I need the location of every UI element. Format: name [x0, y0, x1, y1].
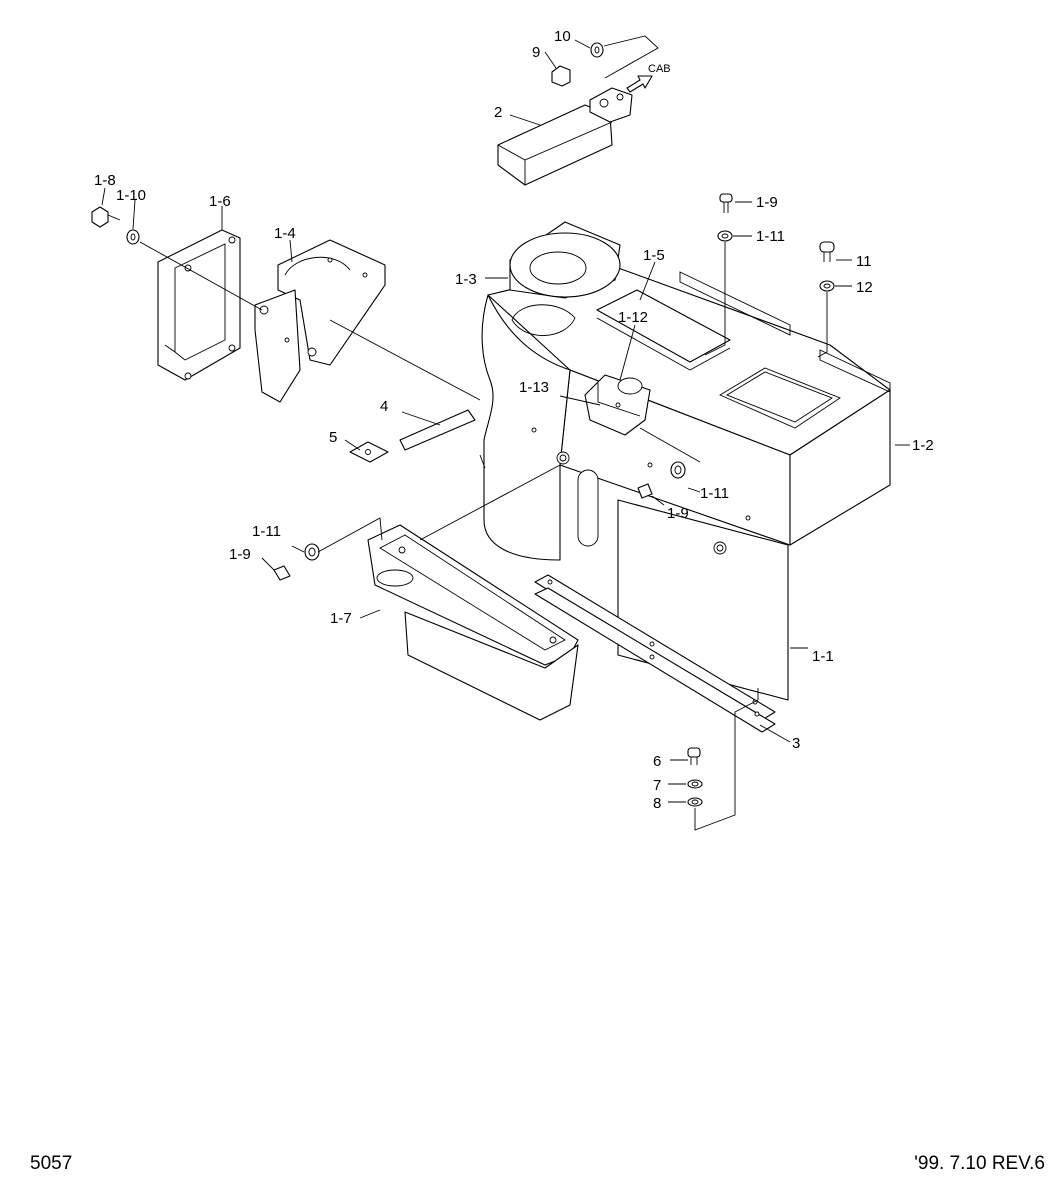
- callout-7: 7: [653, 777, 661, 794]
- callout-1-8: 1-8: [94, 172, 116, 189]
- callout-1-2: 1-2: [912, 437, 934, 454]
- revision-date: '99. 7.10 REV.6: [914, 1153, 1045, 1174]
- callout-1-11-mid: 1-11: [700, 485, 729, 502]
- cab-label: CAB: [648, 63, 671, 75]
- mounting-bracket-1-4: [254, 239, 386, 403]
- mounting-bracket-1-6: [157, 229, 241, 381]
- callout-1-11-left: 1-11: [252, 523, 281, 540]
- callout-2: 2: [494, 104, 502, 121]
- cup-holder: [509, 221, 621, 299]
- callout-6: 6: [653, 753, 661, 770]
- fasteners: [91, 42, 835, 807]
- callout-9: 9: [532, 44, 540, 61]
- switch-bracket: [584, 374, 651, 436]
- callout-8: 8: [653, 795, 661, 812]
- callout-1-6: 1-6: [209, 193, 231, 210]
- callout-1-9-left: 1-9: [229, 546, 251, 563]
- callout-1-13: 1-13: [519, 379, 549, 396]
- storage-tray: [367, 524, 579, 721]
- plate-4: [399, 409, 476, 451]
- callout-1-12: 1-12: [618, 309, 648, 326]
- square-washer-5: [349, 441, 389, 463]
- callout-4: 4: [380, 398, 388, 415]
- callout-1-9-top: 1-9: [756, 194, 778, 211]
- page-number: 5057: [30, 1153, 73, 1174]
- armrest-bracket: [589, 87, 633, 123]
- armrest-cushion: [497, 104, 613, 186]
- leader-lines: [101, 35, 910, 831]
- callout-labels: 10 9 2 1-8 1-10 1-6 1-4 1-9 1-11 11 12 1…: [94, 28, 934, 812]
- callout-1-4: 1-4: [274, 225, 296, 242]
- callout-1-5: 1-5: [643, 247, 665, 264]
- callout-1-11-top: 1-11: [756, 228, 785, 245]
- callout-1-10: 1-10: [116, 187, 146, 204]
- callout-10: 10: [554, 28, 571, 45]
- bottom-plate: [534, 574, 776, 733]
- callout-11: 11: [856, 253, 872, 270]
- callout-1-3: 1-3: [455, 271, 477, 288]
- callout-1-1: 1-1: [812, 648, 834, 665]
- callout-3: 3: [792, 735, 800, 752]
- callout-1-9-mid: 1-9: [667, 505, 689, 522]
- callout-5: 5: [329, 429, 337, 446]
- callout-1-7: 1-7: [330, 610, 352, 627]
- callout-12: 12: [856, 279, 873, 296]
- cab-direction-arrow: CAB: [626, 63, 671, 93]
